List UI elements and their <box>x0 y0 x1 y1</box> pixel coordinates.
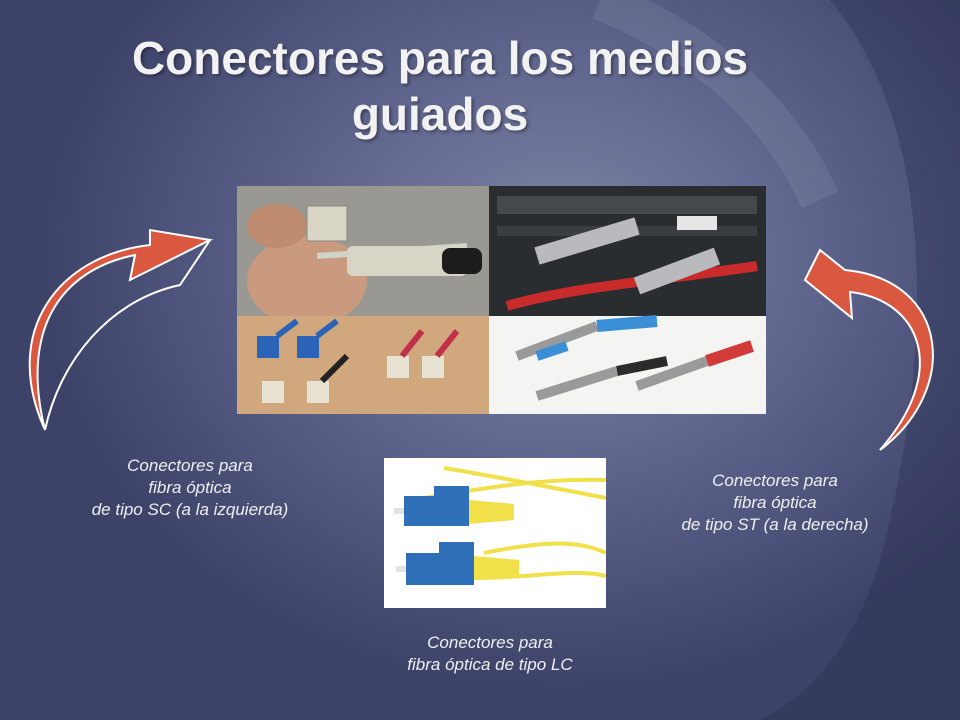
caption-st: Conectores para fibra óptica de tipo ST … <box>630 470 920 536</box>
slide-title: Conectores para los medios guiados <box>60 30 820 142</box>
caption-sc-line-1: Conectores para <box>127 456 253 475</box>
caption-sc-line-3: de tipo SC (a la izquierda) <box>91 500 289 519</box>
photo-sc-hand <box>237 186 489 326</box>
caption-lc-line-1: Conectores para <box>427 633 553 652</box>
caption-st-line-1: Conectores para <box>712 471 838 490</box>
photo-st-patch <box>489 186 766 316</box>
title-line-1: Conectores para los medios <box>131 32 749 84</box>
title-line-2: guiados <box>351 88 529 140</box>
photo-sc-set <box>237 316 489 414</box>
photo-st-set <box>489 315 766 414</box>
caption-lc-line-2: fibra óptica de tipo LC <box>407 655 573 674</box>
caption-sc: Conectores para fibra óptica de tipo SC … <box>40 455 340 521</box>
caption-lc: Conectores para fibra óptica de tipo LC <box>340 632 640 676</box>
caption-sc-line-2: fibra óptica <box>148 478 232 497</box>
caption-st-line-3: de tipo ST (a la derecha) <box>681 515 869 534</box>
caption-st-line-2: fibra óptica <box>733 493 817 512</box>
lc-connector-photo <box>384 458 606 608</box>
connector-photo-collage <box>237 186 766 414</box>
